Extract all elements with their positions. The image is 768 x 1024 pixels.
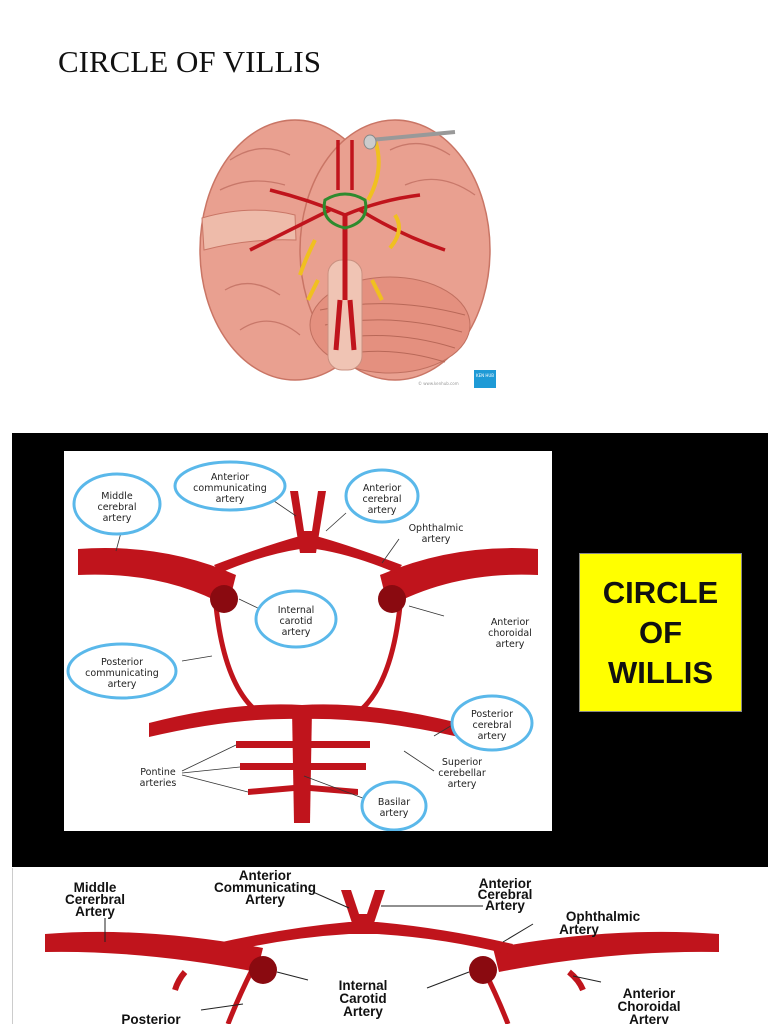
artery-middle-cerebral-right xyxy=(380,548,538,607)
artery-middle-cerebral-left xyxy=(78,548,236,607)
label-ophth-2: artery xyxy=(422,534,451,545)
bubble-basilar xyxy=(360,780,428,831)
b-artery-arch xyxy=(213,922,513,954)
badge-line-3: WILLIS xyxy=(607,654,714,690)
label-pca-1: Posterior xyxy=(471,709,513,720)
b-artery-mca-left xyxy=(45,931,263,972)
b-label-acom-3: Artery xyxy=(245,892,285,907)
label-ica-3: artery xyxy=(282,627,311,638)
label-pcom-2: communicating xyxy=(85,668,159,679)
b-label-achor-3: Artery xyxy=(629,1012,669,1024)
b-label-ophth-1: Ophthalmic xyxy=(566,909,641,924)
label-acom-1: Anterior xyxy=(211,472,249,483)
label-sca-3: artery xyxy=(448,779,477,790)
bottom-diagram: Middle Cererbral Artery Anterior Communi… xyxy=(12,868,768,1024)
artery-posterior-communicating-left xyxy=(213,605,256,711)
kenhub-logo: KEN HUB xyxy=(474,370,496,388)
b-label-mca-1: Middle xyxy=(74,880,117,895)
page-title: CIRCLE OF VILLIS xyxy=(58,44,321,79)
label-ica-1: Internal xyxy=(278,605,315,616)
brain-illustration xyxy=(190,100,500,400)
b-label-aca-3: Artery xyxy=(485,898,525,913)
b-label-ica-1: Internal xyxy=(339,978,388,993)
b-artery-anterior-cerebral xyxy=(341,890,385,926)
label-aca-2: cerebral xyxy=(362,494,401,505)
b-label-ica-3: Artery xyxy=(343,1004,383,1019)
label-pontine-1: Pontine xyxy=(140,767,176,778)
b-label-ophth-2: Artery xyxy=(559,922,599,937)
bubble-posterior-cerebral xyxy=(450,694,534,752)
label-pcom-3: artery xyxy=(108,679,137,690)
b-label-achor-2: Choroidal xyxy=(618,999,681,1014)
label-sca-1: Superior xyxy=(442,757,482,768)
bubble-posterior-communicating xyxy=(66,642,178,700)
label-aca-3: artery xyxy=(368,505,397,516)
label-achor-1: Anterior xyxy=(491,617,529,628)
circle-of-willis-badge: CIRCLE OF WILLIS xyxy=(579,553,742,712)
bubble-anterior-communicating xyxy=(173,460,287,512)
b-label-posterior: Posterior xyxy=(121,1012,181,1024)
probe-tip xyxy=(363,134,377,150)
b-label-aca-1: Anterior xyxy=(479,876,532,891)
circle-of-willis-ring xyxy=(322,192,368,230)
label-pca-3: artery xyxy=(478,731,507,742)
b-branch-left xyxy=(172,970,188,991)
bubble-anterior-cerebral xyxy=(344,468,420,524)
label-ica-2: carotid xyxy=(280,616,313,627)
b-label-achor-1: Anterior xyxy=(623,986,676,1001)
b-label-mca-3: Artery xyxy=(75,904,115,919)
cerebellum-folds xyxy=(319,303,466,363)
label-acom-2: communicating xyxy=(193,483,267,494)
temporal-lobe-cut xyxy=(201,209,297,251)
label-basilar-2: artery xyxy=(380,808,409,819)
label-pontine-2: arteries xyxy=(140,778,177,789)
cranial-nerves xyxy=(298,139,401,301)
b-branch-right xyxy=(567,969,586,992)
artery-pontine-left xyxy=(236,741,294,795)
internal-carotid-left xyxy=(210,585,238,613)
label-achor-2: choroidal xyxy=(488,628,532,639)
label-aca-1: Anterior xyxy=(363,483,401,494)
label-pcom-1: Posterior xyxy=(101,657,143,668)
badge-line-2: OF xyxy=(638,614,683,650)
label-pca-2: cerebral xyxy=(472,720,511,731)
artery-posterior-communicating-right xyxy=(360,605,403,711)
b-ica-left xyxy=(249,956,277,984)
brain-arteries xyxy=(249,140,446,252)
artery-pontine-right xyxy=(310,741,370,795)
probe xyxy=(369,130,456,142)
label-mca-3: artery xyxy=(103,513,132,524)
b-label-aca-2: Cerebral xyxy=(478,887,533,902)
bubble-internal-carotid xyxy=(254,589,338,649)
image-credit: © www.kenhub.com xyxy=(418,381,459,386)
artery-posterior-cerebral xyxy=(149,704,459,737)
bubble-middle-cerebral xyxy=(72,472,162,536)
b-label-acom-2: Communicating xyxy=(214,880,316,895)
b-artery-pcom-left xyxy=(225,966,256,1024)
badge-line-1: CIRCLE xyxy=(602,574,719,610)
b-label-ica-2: Carotid xyxy=(339,991,386,1006)
label-mca-1: Middle xyxy=(101,491,133,502)
label-acom-3: artery xyxy=(216,494,245,505)
label-sca-2: cerebellar xyxy=(438,768,486,779)
b-label-mca-2: Cererbral xyxy=(65,892,125,907)
b-label-acom-1: Anterior xyxy=(239,868,292,883)
label-achor-3: artery xyxy=(496,639,525,650)
label-mca-2: cerebral xyxy=(97,502,136,513)
b-artery-mca-right xyxy=(493,931,719,972)
gyri-lines xyxy=(219,142,476,336)
artery-anterior-arch xyxy=(214,536,402,573)
labeled-diagram: Middle cerebral artery Anterior communic… xyxy=(64,451,552,831)
artery-basilar xyxy=(292,709,312,823)
label-basilar-1: Basilar xyxy=(378,797,410,808)
b-ica-right xyxy=(469,956,497,984)
internal-carotid-right xyxy=(378,585,406,613)
label-ophth-1: Ophthalmic xyxy=(409,523,464,534)
